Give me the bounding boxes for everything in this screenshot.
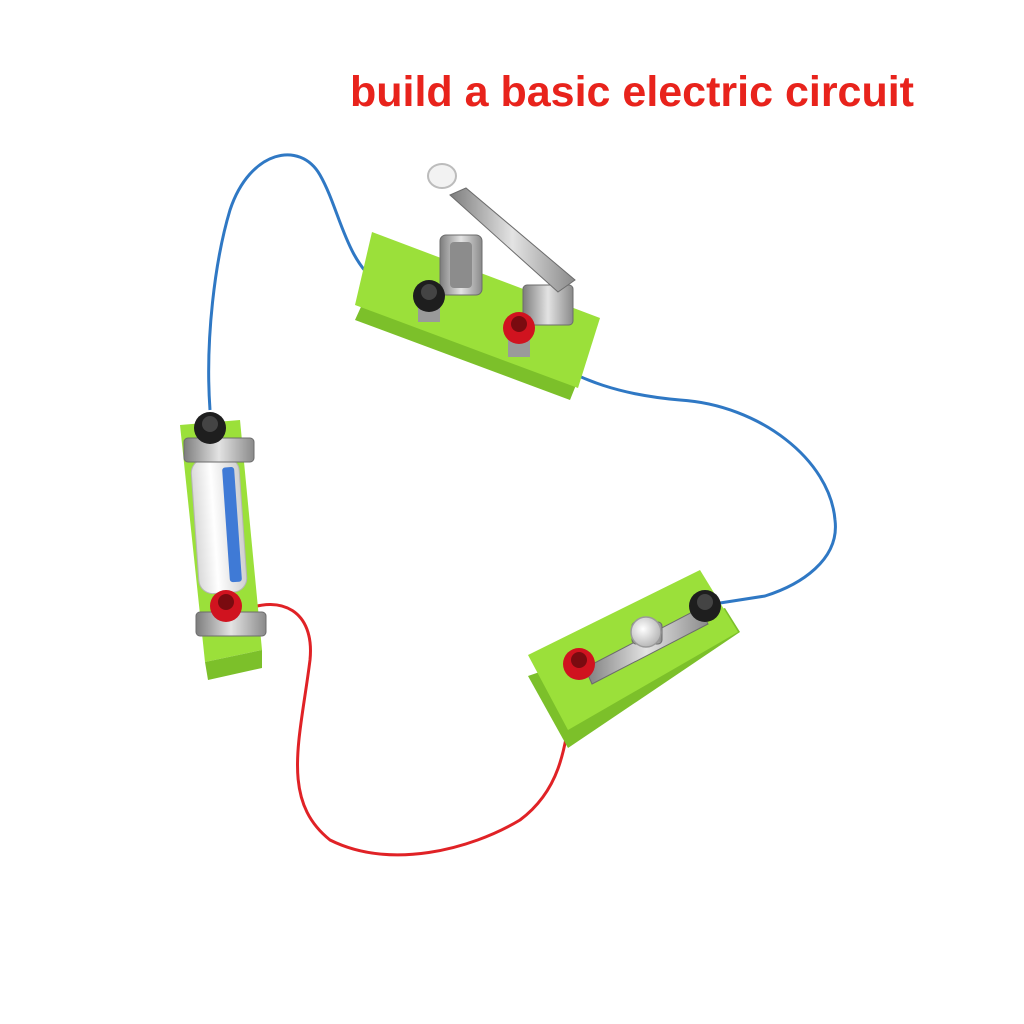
- caption: build a basic electric circuit: [350, 62, 914, 122]
- switch-lever-knob: [427, 163, 457, 189]
- switch-terminal-black: [413, 280, 445, 322]
- blue-wire-switch-to-lamp: [544, 356, 837, 605]
- blue-wire-battery-to-switch: [207, 153, 416, 411]
- lamp-terminal-black: [689, 590, 721, 622]
- battery-module: [180, 412, 267, 680]
- battery-clip-top: [183, 437, 255, 463]
- lamp-bulb: [630, 616, 662, 648]
- lamp-terminal-red: [563, 648, 595, 680]
- switch-module: [355, 163, 600, 400]
- switch-hinge: [522, 284, 574, 326]
- battery-terminal-red: [210, 590, 242, 622]
- battery-cell-stripe: [222, 467, 242, 583]
- switch-lever: [449, 187, 576, 293]
- caption-text: build a basic electric circuit: [350, 68, 914, 116]
- switch-board-top: [355, 232, 600, 388]
- switch-terminal-red: [503, 312, 535, 357]
- red-wire-battery-to-lamp: [244, 602, 574, 857]
- battery-terminal-black: [194, 412, 226, 444]
- wires: [207, 153, 837, 857]
- lamp-module: [528, 570, 740, 748]
